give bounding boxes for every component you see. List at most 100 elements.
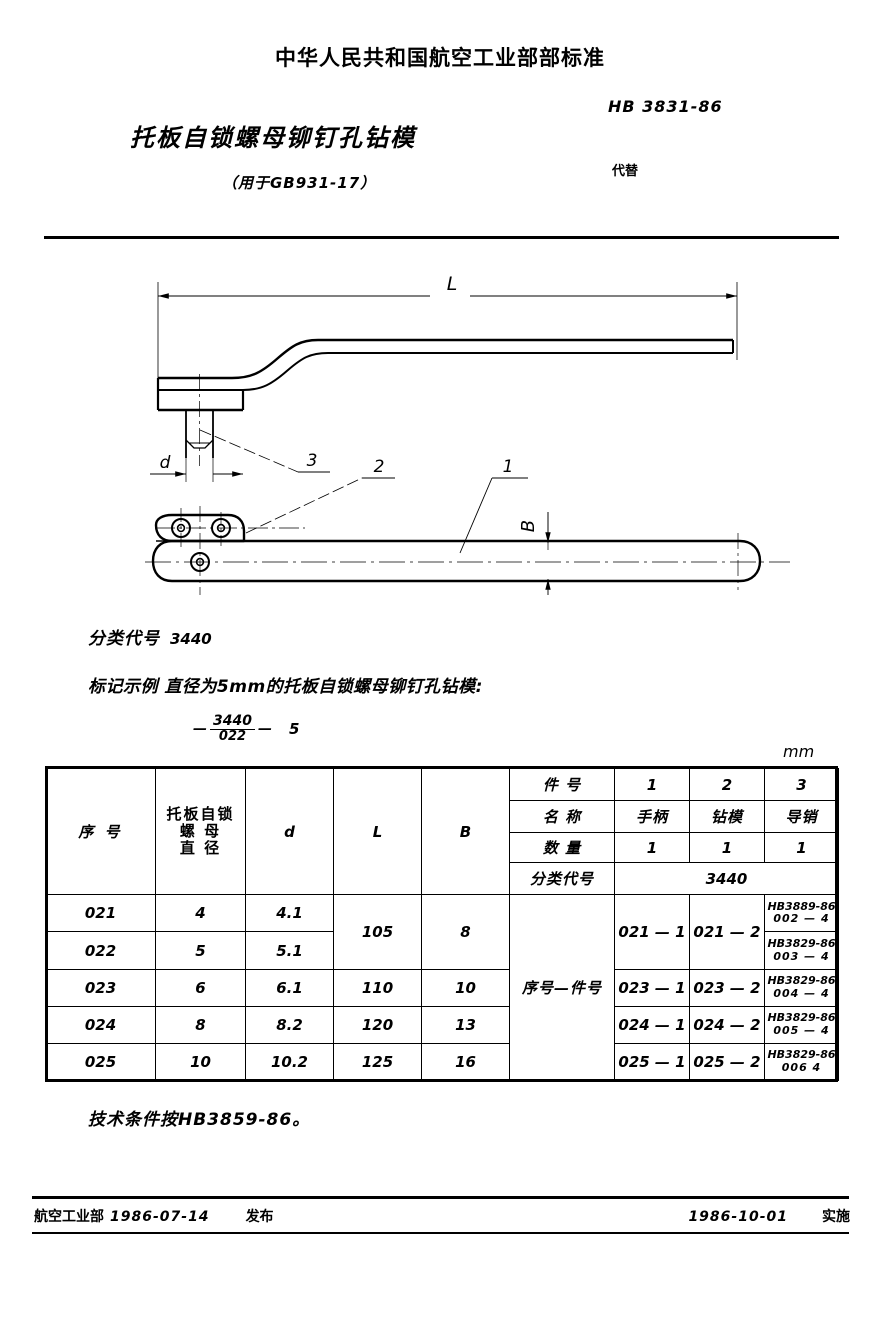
row-pin-std-024: HB3829-86 [767, 1011, 836, 1025]
row-pin-code-022: 003 — 4 [773, 949, 830, 963]
table-row: 024 8 8.2 120 13 024 — 1 024 — 2 HB3829-… [45, 1005, 839, 1044]
dim-B-label: B [518, 520, 539, 532]
table-row: 022 5 5.1 HB3829-86 003 — 4 [45, 931, 839, 970]
header-part-no-3: 3 [764, 767, 839, 802]
unit-label: mm [783, 742, 815, 761]
row-d-023: 6.1 [245, 968, 334, 1007]
row-jig-ref-021: 021 — 2 [689, 894, 765, 970]
row-nut-diameter-022: 5 [155, 931, 246, 970]
header-part-no-2: 2 [689, 767, 765, 802]
row-nut-diameter-025: 10 [155, 1042, 246, 1082]
specification-table: 序 号 托板自锁 螺 母 直 径 d L B 件 号 1 2 3 [45, 767, 839, 1082]
row-pin-std-021: HB3889-86 [767, 899, 836, 913]
row-index-023: 023 [45, 968, 156, 1007]
footer-effective-block: 1986-10-01 实施 [688, 1206, 850, 1226]
header-d: d [245, 767, 334, 896]
classification-label: 分类代号 [88, 629, 160, 649]
row-B-025: 16 [421, 1042, 510, 1082]
header-class-code-label: 分类代号 [509, 862, 615, 896]
classification-value: 3440 [170, 630, 212, 648]
row-d-024: 8.2 [245, 1005, 334, 1044]
row-pin-std-023: HB3829-86 [767, 974, 836, 987]
header-nut-diameter-line3: 直 径 [179, 839, 222, 858]
footer-effective-date: 1986-10-01 [688, 1209, 788, 1225]
part-name-handle: 手柄 [614, 800, 690, 834]
row-handle-ref-024: 024 — 1 [614, 1005, 690, 1044]
row-pin-ref-025: HB3829-86 006 4 [764, 1042, 839, 1082]
callout-2-label: 2 [374, 457, 385, 477]
header-name-label: 名 称 [509, 800, 615, 834]
footer-effective-action: 实施 [822, 1209, 850, 1225]
technical-conditions-note: 技术条件按HB3859-86。 [88, 1110, 311, 1130]
specification-table-wrapper: 序 号 托板自锁 螺 母 直 径 d L B 件 号 1 2 3 [45, 767, 839, 1082]
marking-designation: — 3440 022 — 5 [190, 714, 299, 743]
classification-note: 分类代号 3440 [88, 624, 212, 649]
table-row: 021 4 4.1 105 8 序号—件号 021 — 1 021 — 2 HB… [45, 894, 839, 1081]
header-part-no-label: 件 号 [509, 767, 615, 802]
row-index-021: 021 [45, 894, 156, 933]
row-L-021-022: 105 [333, 894, 422, 970]
table-row: 023 6 6.1 110 10 023 — 1 023 — 2 HB3829-… [45, 968, 839, 1007]
row-nut-diameter-024: 8 [155, 1005, 246, 1044]
row-index-024: 024 [45, 1005, 156, 1044]
row-B-023: 10 [421, 968, 510, 1007]
part-name-jig: 钻模 [689, 800, 765, 834]
page-title: 托板自锁螺母铆钉孔钻模 [130, 124, 416, 152]
row-jig-ref-023: 023 — 2 [689, 968, 765, 1007]
row-d-021: 4.1 [245, 894, 334, 933]
row-pin-std-025: HB3829-86 [767, 1048, 836, 1062]
qty-pin: 1 [764, 832, 839, 864]
footer-divider-bottom [32, 1232, 849, 1234]
technical-drawing: L d [145, 273, 790, 595]
page-subtitle: （用于GB931-17） [222, 174, 377, 192]
designation-size: 5 [288, 719, 300, 738]
dim-d-label: d [160, 453, 171, 473]
designation-dash-left: — [193, 720, 207, 737]
qty-jig: 1 [689, 832, 765, 864]
replaces-label: 代替 [612, 164, 639, 179]
row-L-024: 120 [333, 1005, 422, 1044]
table-top-border [45, 766, 838, 769]
table-row: 序 号 托板自锁 螺 母 直 径 d L B 件 号 1 2 3 [45, 767, 839, 896]
row-pin-code-024: 005 — 4 [773, 1023, 830, 1037]
row-pin-code-021: 002 — 4 [773, 912, 830, 926]
row-pin-std-022: HB3829-86 [767, 936, 836, 950]
header-nut-diameter-line2: 螺 母 [179, 822, 222, 841]
header-qty-label: 数 量 [509, 832, 615, 864]
row-jig-ref-025: 025 — 2 [689, 1042, 765, 1082]
footer-issue-date: 1986-07-14 [110, 1209, 210, 1225]
row-index-022: 022 [45, 931, 156, 970]
row-jig-ref-024: 024 — 2 [689, 1005, 765, 1044]
row-pin-code-025: 006 4 [781, 1060, 822, 1074]
qty-handle: 1 [614, 832, 690, 864]
row-index-025: 025 [45, 1042, 156, 1082]
row-L-025: 125 [333, 1042, 422, 1082]
callout-3-label: 3 [307, 451, 318, 471]
table-bottom-border [45, 1079, 838, 1082]
index-to-part-label: 序号—件号 [509, 894, 615, 1081]
designation-fraction: 3440 022 [210, 714, 255, 743]
standard-number: HB 3831-86 [608, 97, 723, 116]
row-pin-ref-024: HB3829-86 005 — 4 [764, 1005, 839, 1044]
header-B: B [421, 767, 510, 896]
designation-numerator: 3440 [210, 714, 255, 730]
row-pin-code-023: 004 — 4 [773, 986, 830, 1000]
row-nut-diameter-021: 4 [155, 894, 246, 933]
row-d-025: 10.2 [245, 1042, 334, 1082]
row-nut-diameter-023: 6 [155, 968, 246, 1007]
row-handle-ref-021: 021 — 1 [614, 894, 690, 970]
row-d-022: 5.1 [245, 931, 334, 970]
row-B-021-022: 8 [421, 894, 510, 970]
ministry-standard-title: 中华人民共和国航空工业部部标准 [275, 46, 605, 70]
part-name-pin: 导销 [764, 800, 839, 834]
row-handle-ref-025: 025 — 1 [614, 1042, 690, 1082]
footer-issue-action: 发布 [245, 1209, 274, 1225]
row-handle-ref-023: 023 — 1 [614, 968, 690, 1007]
table-row: 025 10 10.2 125 16 025 — 1 025 — 2 HB382… [45, 1042, 839, 1082]
header-nut-diameter: 托板自锁 螺 母 直 径 [155, 767, 246, 896]
row-pin-ref-021: HB3889-86 002 — 4 [764, 894, 839, 933]
row-L-023: 110 [333, 968, 422, 1007]
table-row: 分类代号 3440 [46, 862, 839, 896]
